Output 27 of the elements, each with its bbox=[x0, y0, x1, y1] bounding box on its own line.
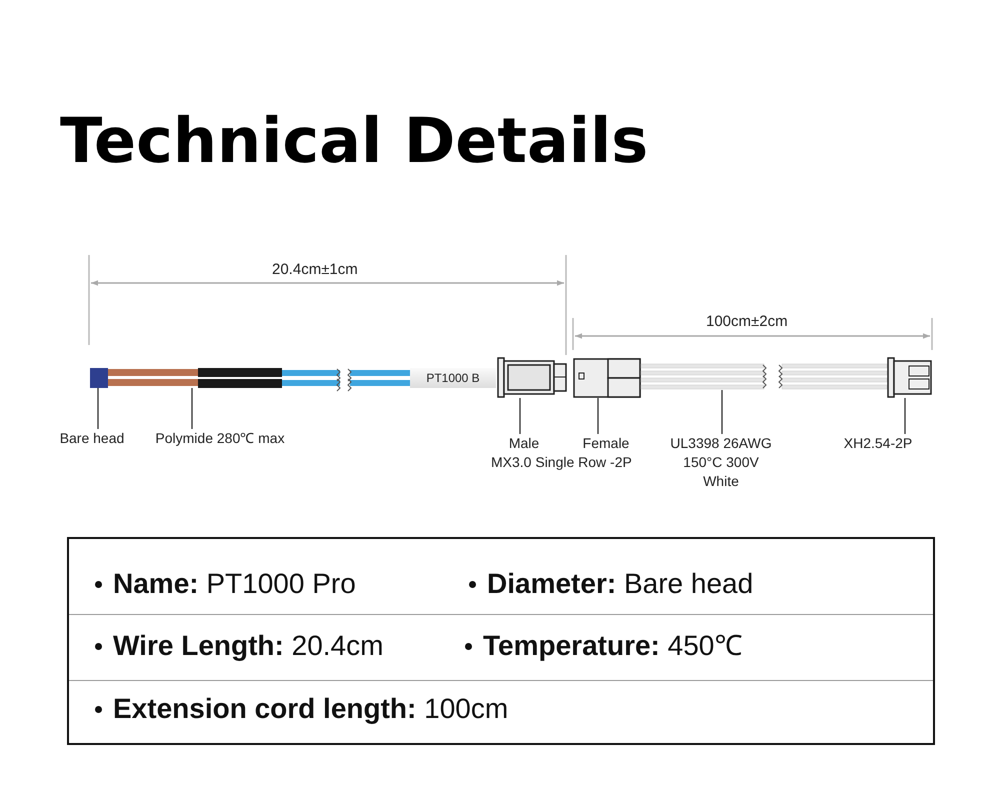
leader-line bbox=[721, 390, 723, 434]
sensor-tip-drawing bbox=[90, 368, 108, 388]
female-connector-drawing bbox=[573, 358, 641, 398]
leader-line bbox=[191, 388, 193, 429]
spec-text: Wire Length: 20.4cm bbox=[113, 629, 384, 663]
part-label: MX3.0 Single Row -2P bbox=[491, 453, 632, 472]
part-label: XH2.54-2P bbox=[836, 434, 920, 453]
dimension-label: 100cm±2cm bbox=[706, 312, 788, 331]
male-connector-drawing bbox=[497, 357, 568, 398]
dimension-label: 20.4cm±1cm bbox=[272, 260, 358, 279]
cable-drawing bbox=[641, 364, 887, 390]
cable-sleeve: PT1000 B bbox=[410, 368, 496, 388]
leader-line bbox=[519, 398, 521, 434]
spec-text: Temperature: 450℃ bbox=[483, 629, 742, 663]
leader-line bbox=[97, 388, 99, 429]
part-label: Male bbox=[498, 434, 550, 453]
part-label: Female bbox=[562, 434, 650, 453]
header-connector-drawing bbox=[887, 357, 933, 398]
part-label: UL3398 26AWG 150°C 300V White bbox=[666, 434, 776, 491]
leader-line bbox=[597, 398, 599, 434]
leader-line bbox=[904, 398, 906, 434]
spec-text: Extension cord length: 100cm bbox=[113, 692, 508, 726]
part-label: Polymide 280℃ max bbox=[140, 429, 300, 448]
spec-text: Diameter: Bare head bbox=[487, 567, 754, 601]
spec-text: Name: PT1000 Pro bbox=[113, 567, 356, 601]
page-title: Technical Details bbox=[60, 106, 648, 176]
part-label: Bare head bbox=[50, 429, 134, 448]
